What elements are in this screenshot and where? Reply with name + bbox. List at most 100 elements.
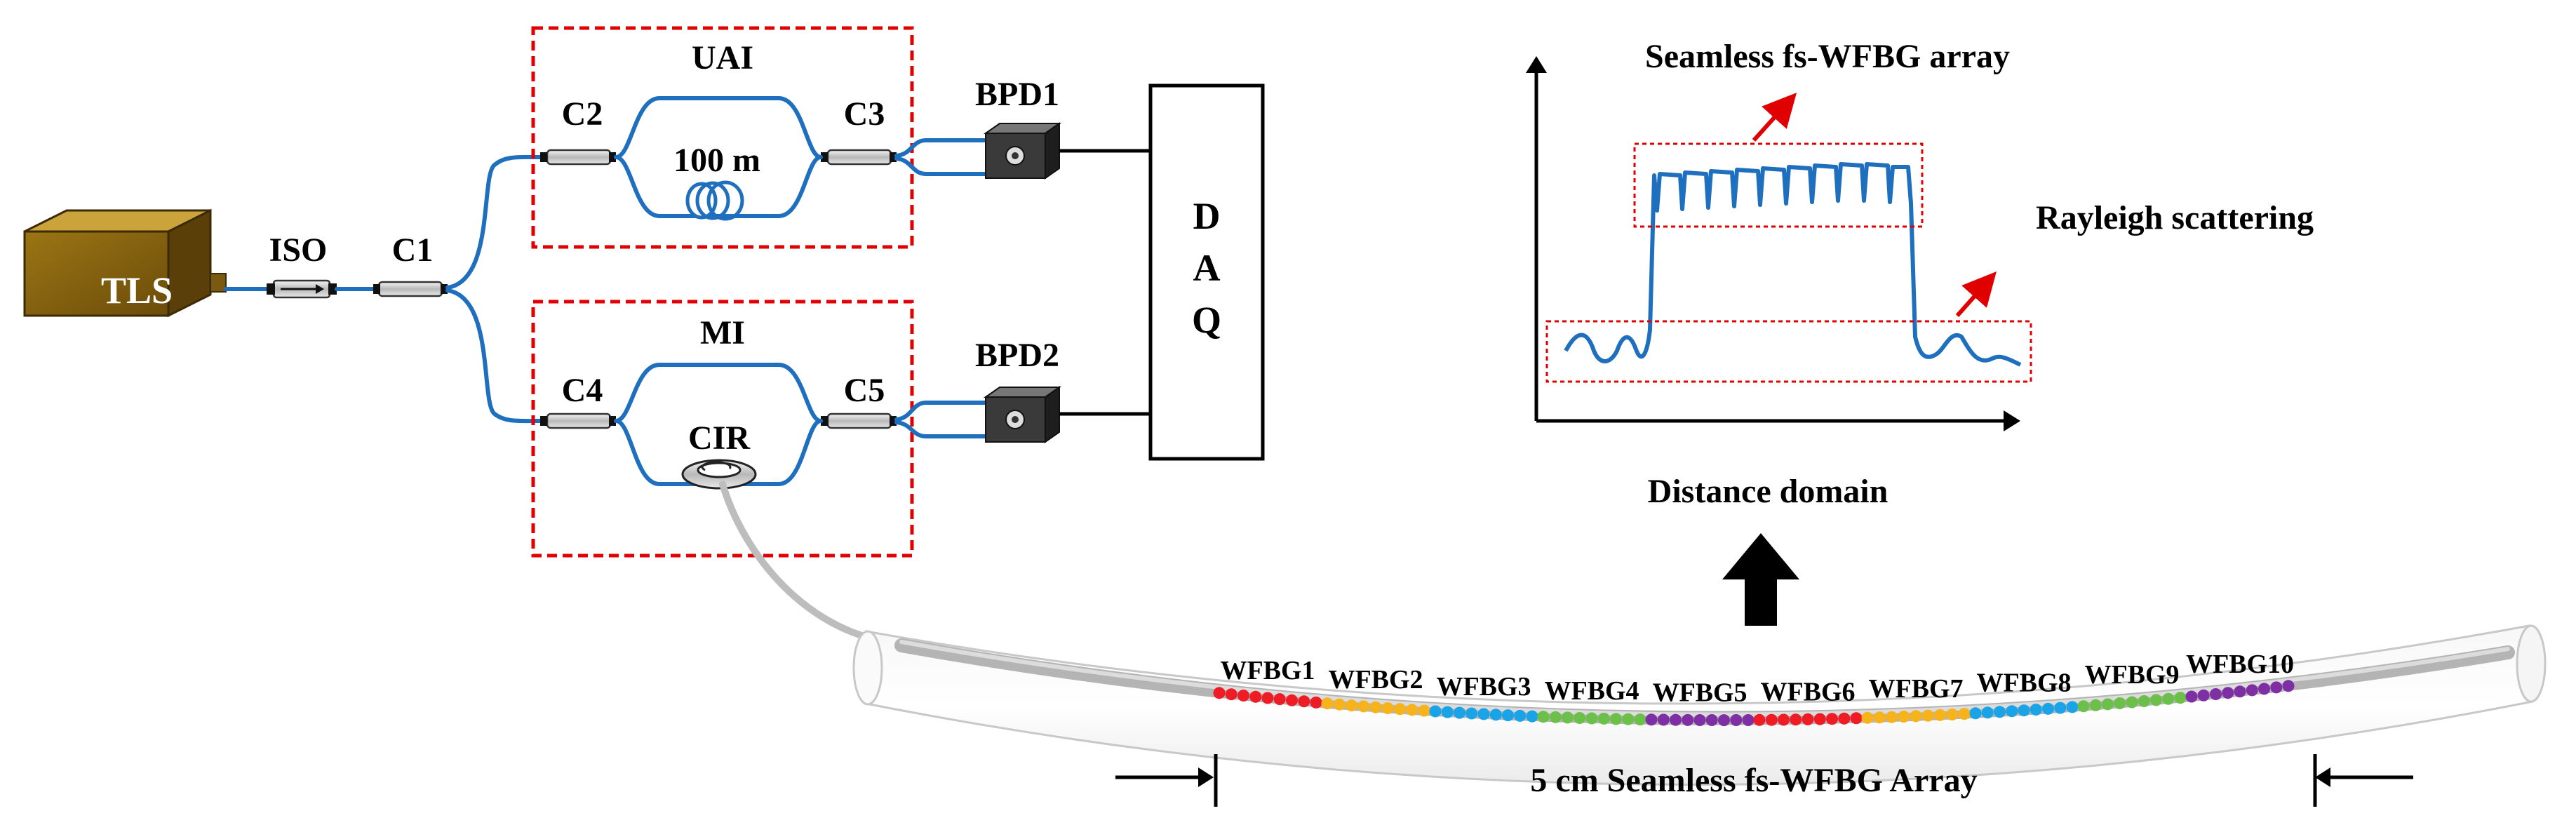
fiber-c3-bpd1-b [894,156,988,176]
fiber-cir-to-array [719,481,905,648]
grating-dot [1682,713,1694,726]
daq-letter-d: D [1193,195,1221,237]
wfbg-segment: WFBG4 [1537,676,1646,726]
wfbg-label: WFBG4 [1544,676,1639,706]
grating-dot [1886,711,1898,723]
grating-dot [1645,713,1658,726]
grating-dot [1670,713,1682,726]
grating-dot [1850,712,1863,725]
grating-dot [1381,702,1394,714]
grating-dot [2018,704,2030,717]
grating-dot [1790,713,1802,726]
grating-dot [2282,680,2295,692]
grating-dot [2066,701,2079,713]
coupler-c4 [540,412,616,429]
array-caption: 5 cm Seamless fs-WFBG Array [1530,762,1977,799]
wfbg-segment: WFBG2 [1321,665,1430,717]
mi-title: MI [700,314,745,351]
grating-dot [1610,713,1622,725]
grating-dot [2102,698,2114,711]
wfbg-segment: WFBG8 [1969,669,2079,720]
length-dimension [1115,754,2413,807]
grating-dot [1898,711,1910,723]
grating-dot [2270,681,2283,694]
grating-dot [1537,711,1550,723]
grating-dot [1249,690,1262,703]
grating-dot [1958,708,1971,720]
isolator [267,279,337,299]
wfbg-label: WFBG1 [1220,656,1315,685]
grating-dot [1826,713,1838,725]
grating-dot [1765,713,1778,726]
grating-dot [1514,709,1527,722]
grating-dot [2174,692,2187,704]
grating-dot [1873,711,1886,724]
grating-dot [2246,684,2258,697]
grating-dot [1429,705,1442,718]
grating-dot [1705,714,1718,726]
grating-dot [2185,690,2198,703]
coupler-c2 [540,149,616,166]
wfbg-segment: WFBG10 [2185,650,2295,703]
grating-dot [2210,688,2222,700]
grating-dot [1921,709,1934,722]
wfbg-label: WFBG7 [1868,674,1963,704]
grating-dot [1634,713,1646,726]
fiber-coil-icon [685,180,744,221]
fiber-c1-c2 [445,154,542,290]
grating-dot [1994,706,2006,718]
rayleigh-highlight-box [1545,320,2032,383]
grating-dot [1574,712,1586,724]
grating-dot [1622,713,1635,725]
peak-label: Seamless fs-WFBG array [1645,38,2010,75]
grating-dot [1441,706,1454,718]
grating-dot [1286,694,1298,706]
c2-label: C2 [562,95,603,133]
grating-dot [2162,692,2175,705]
grating-dot [1778,713,1790,726]
grating-dot [1730,714,1743,726]
grating-dot [2089,699,2102,711]
distance-axis-label: Distance domain [1648,473,1889,510]
grating-dot [1657,713,1670,726]
grating-dot [1237,690,1249,702]
grating-dot [1489,709,1502,721]
grating-dot [1969,707,1982,720]
rayleigh-label: Rayleigh scattering [2036,199,2314,236]
coupler-c5 [821,412,897,429]
grating-dot [2077,700,2090,713]
signal-trace [1564,162,2022,367]
grating-dot [2258,683,2270,695]
wfbg-label: WFBG9 [2084,660,2179,690]
daq-letter-a: A [1193,247,1221,289]
grating-dot [1261,692,1274,704]
cir-label: CIR [688,420,751,457]
grating-dot [2042,702,2054,715]
wfbg-label: WFBG6 [1760,677,1855,706]
grating-dot [1549,711,1562,723]
grating-dot [1454,706,1465,719]
grating-dot [1273,693,1286,706]
uai-box [531,26,914,249]
wfbg-segment: WFBG6 [1753,677,1863,726]
grating-dot [1861,711,1874,724]
grating-dot [1477,708,1490,720]
bpd1-label: BPD1 [975,76,1059,113]
grating-dot [1562,711,1574,724]
c5-label: C5 [844,372,885,409]
grating-dot [2222,687,2234,699]
c3-label: C3 [844,95,885,133]
grating-dot [2150,694,2162,706]
wfbg-label: WFBG3 [1436,672,1531,702]
coil-length-label: 100 m [673,142,760,179]
circulator-icon [681,459,757,490]
coupler-c1 [373,281,448,297]
grating-dot [1369,701,1382,713]
grating-dot [1718,714,1730,727]
wfbg-segment: WFBG1 [1213,656,1322,709]
grating-dot [1802,713,1814,725]
grating-dot [1346,699,1357,712]
fiber-c1-c4 [445,288,542,424]
